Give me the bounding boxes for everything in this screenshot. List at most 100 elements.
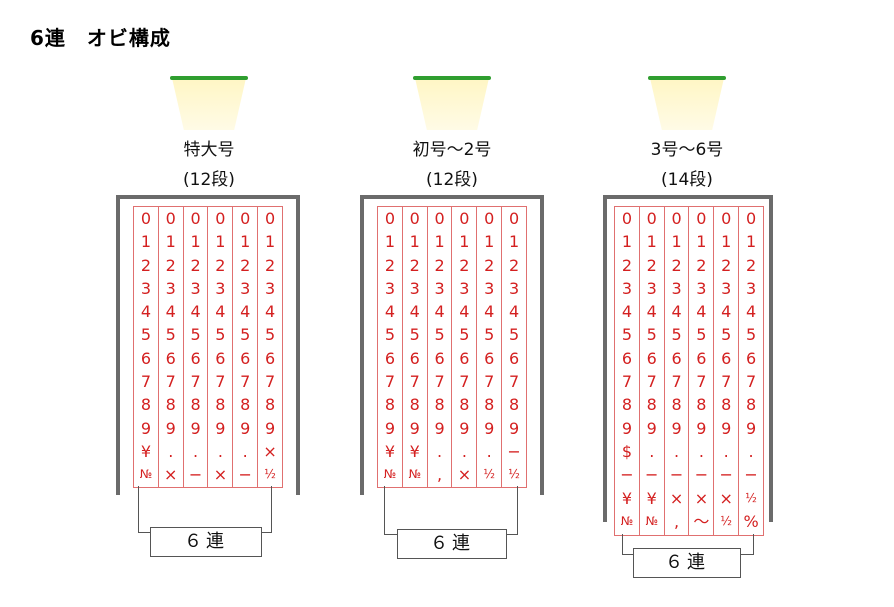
- type-char: 1: [696, 232, 707, 252]
- type-char: 7: [264, 372, 276, 392]
- type-char: 5: [434, 325, 445, 345]
- type-char: 4: [621, 302, 632, 322]
- type-char: 7: [434, 372, 445, 392]
- type-char: 8: [240, 395, 251, 415]
- type-char: 8: [459, 395, 470, 415]
- type-char: .: [748, 441, 754, 461]
- type-char: 3: [721, 278, 732, 298]
- type-char: %: [743, 511, 759, 531]
- type-char: ½: [264, 467, 276, 482]
- type-char: .: [649, 441, 655, 461]
- type-char: №: [408, 467, 421, 482]
- type-char: ¥: [384, 441, 395, 461]
- type-char: 5: [671, 325, 682, 345]
- type-char: №: [645, 513, 658, 528]
- lamp-bar: [170, 76, 248, 80]
- type-char: 7: [459, 372, 470, 392]
- type-char: −: [238, 465, 252, 485]
- type-char: −: [645, 465, 659, 485]
- type-char: 5: [621, 325, 632, 345]
- type-char: 1: [215, 232, 226, 252]
- type-char: 1: [409, 232, 420, 252]
- type-char: 3: [696, 278, 707, 298]
- type-char: 2: [721, 255, 732, 275]
- type-char: 3: [508, 278, 520, 298]
- type-char: ½: [720, 513, 733, 528]
- type-char: 6: [671, 348, 682, 368]
- rows-label: (12段): [183, 170, 235, 190]
- rows-label: (14段): [661, 170, 713, 190]
- type-char: ¥: [646, 488, 657, 508]
- type-char: ½: [745, 490, 757, 505]
- type-char: 9: [696, 418, 707, 438]
- type-char: 0: [165, 209, 176, 228]
- type-char: 8: [621, 395, 632, 415]
- type-char: 5: [696, 325, 707, 345]
- type-char: 0: [240, 209, 251, 228]
- type-char: 8: [409, 395, 420, 415]
- type-char: 4: [384, 302, 395, 322]
- type-char: 7: [745, 372, 757, 392]
- type-char: 0: [434, 209, 445, 228]
- type-char: .: [217, 441, 223, 461]
- type-char: 7: [384, 372, 395, 392]
- type-char: 6: [384, 348, 395, 368]
- type-char: .: [168, 441, 174, 461]
- type-char: 1: [646, 232, 657, 252]
- type-char: 6: [621, 348, 632, 368]
- type-char: 1: [671, 232, 682, 252]
- type-char: 2: [459, 255, 470, 275]
- type-char: 0: [745, 209, 757, 228]
- type-char: 9: [140, 418, 151, 438]
- size-label: 3号〜6号: [650, 140, 724, 160]
- type-char: −: [507, 441, 521, 461]
- type-char: 8: [190, 395, 201, 415]
- type-char: 5: [721, 325, 732, 345]
- type-char: 2: [140, 255, 151, 275]
- lamp-bar: [413, 76, 491, 80]
- type-char: 1: [140, 232, 151, 252]
- type-char: 5: [165, 325, 176, 345]
- type-char: 7: [696, 372, 707, 392]
- type-char: 0: [190, 209, 201, 228]
- type-char: 2: [434, 255, 445, 275]
- type-char: −: [620, 465, 634, 485]
- type-char: 8: [671, 395, 682, 415]
- type-char: 3: [409, 278, 420, 298]
- type-char: 4: [215, 302, 226, 322]
- type-char: №: [139, 467, 153, 482]
- type-char: 0: [264, 209, 276, 228]
- type-char: 2: [190, 255, 201, 275]
- type-char: 4: [459, 302, 470, 322]
- type-char: 0: [484, 209, 495, 228]
- type-char: .: [698, 441, 704, 461]
- type-char: 4: [646, 302, 657, 322]
- type-char: 5: [264, 325, 276, 345]
- type-char: 9: [721, 418, 732, 438]
- type-char: 1: [621, 232, 632, 252]
- type-char: ×: [213, 465, 228, 485]
- type-char: 2: [621, 255, 632, 275]
- type-char: 3: [646, 278, 657, 298]
- type-char: −: [669, 465, 684, 485]
- type-char: ½: [483, 467, 496, 482]
- type-char: ×: [719, 488, 733, 508]
- type-char: 6: [240, 348, 251, 368]
- type-char: .: [723, 441, 729, 461]
- type-char: 3: [745, 278, 757, 298]
- type-char: 6: [409, 348, 420, 368]
- type-char: 2: [671, 255, 682, 275]
- box-label: ６連: [633, 548, 741, 578]
- type-char: ,: [674, 511, 680, 531]
- page-title: 6連 オビ構成: [30, 26, 171, 50]
- type-char: 2: [745, 255, 757, 275]
- type-char: 7: [671, 372, 682, 392]
- type-char: 1: [484, 232, 495, 252]
- type-char: ×: [669, 488, 684, 508]
- type-char: 7: [508, 372, 520, 392]
- type-char: 5: [384, 325, 395, 345]
